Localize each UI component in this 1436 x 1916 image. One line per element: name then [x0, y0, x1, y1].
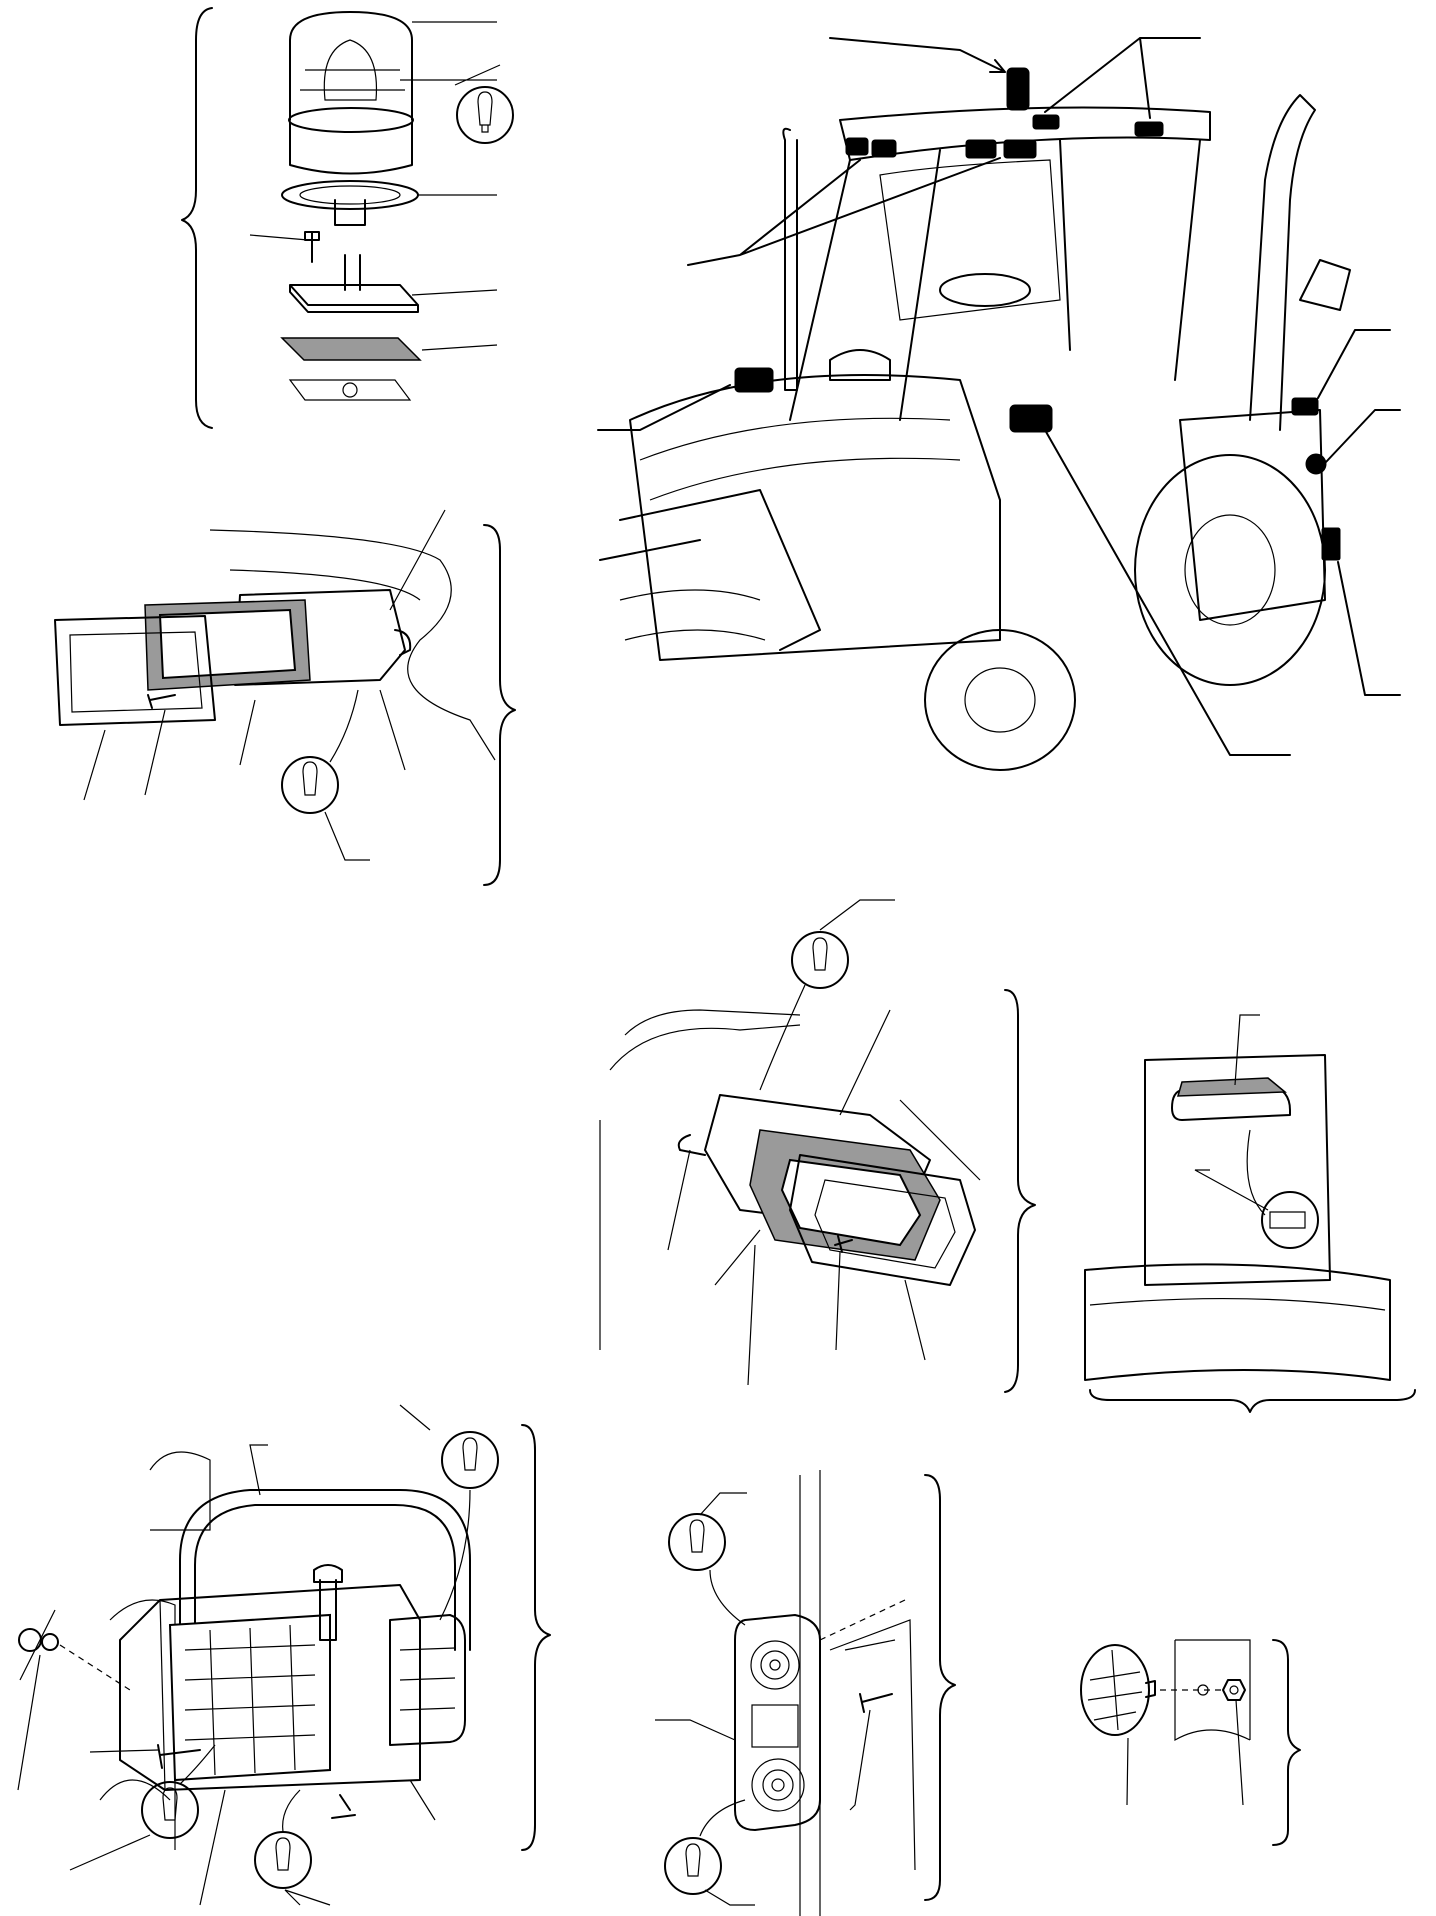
reflector-bracket — [1174, 1639, 1251, 1742]
panel-brace-right — [924, 1474, 956, 1901]
work-lamp-screw — [147, 694, 176, 709]
leader-rear-work — [1317, 329, 1391, 399]
beacon-bulb — [323, 39, 378, 101]
leader-rear-roof — [1044, 37, 1201, 119]
beacon-lamp-panel — [181, 7, 514, 429]
leader-reflector — [1325, 409, 1401, 463]
beacon-base — [289, 121, 413, 175]
leader-front-roof — [687, 157, 1001, 266]
panel-brace-right — [1272, 1639, 1301, 1846]
rear-roof-lamp-b — [1134, 121, 1164, 137]
work-lamp-bulb-callout — [281, 756, 339, 814]
front-roof-lamp-right-b — [1003, 139, 1037, 159]
backhoe-overview-panel — [597, 37, 1401, 771]
combination-lamp-screw — [859, 1693, 893, 1713]
panel-brace-right — [1004, 989, 1036, 1393]
panel-brace-right — [483, 524, 516, 886]
head-lamp-bulb-callout-2 — [141, 1781, 199, 1839]
rear-combination-lamp-panel — [655, 1470, 956, 1916]
cab-lamp-screw — [834, 1235, 853, 1253]
front-head-lamp-panel — [17, 1404, 551, 1906]
beacon-lamp-marker — [1006, 67, 1030, 111]
rear-work-lamp-marker — [1291, 397, 1319, 416]
beacon-mount-plate — [289, 284, 419, 313]
leader-beacon — [829, 37, 1006, 73]
front-head-lamp-marker — [734, 367, 774, 393]
panel-brace-left — [181, 7, 213, 429]
combination-bulb-callout-bottom — [664, 1837, 722, 1895]
combination-bulb-callout-top — [668, 1513, 726, 1571]
loader-arm — [599, 489, 821, 651]
front-wheel — [924, 629, 1076, 771]
front-roof-lamp-left-b — [871, 139, 897, 158]
steering-wheel — [939, 273, 1031, 307]
beacon-gasket — [280, 337, 422, 361]
leader-head-lamp — [597, 384, 731, 431]
cab-work-lamp-panel — [599, 899, 1036, 1393]
head-lamp-top-bolt — [313, 1564, 343, 1641]
plate-lamp-bulb-callout — [1261, 1191, 1319, 1249]
combination-lamp-body — [734, 1614, 821, 1831]
head-lamp-bracket — [179, 1489, 471, 1661]
rear-reflector-marker — [1305, 453, 1327, 475]
cab-lamp-bezel — [789, 1154, 976, 1286]
rear-wheel — [1134, 454, 1326, 686]
reflector-disc — [1080, 1644, 1150, 1736]
head-lamp-nut — [18, 1628, 42, 1652]
plate-bracket — [1144, 1054, 1331, 1286]
head-lamp-bulb-callout-1 — [441, 1431, 499, 1489]
head-lamp-bulb-callout-3 — [254, 1831, 312, 1889]
front-roof-lamp-right-a — [965, 139, 997, 159]
number-plate-lamp-panel — [1084, 1014, 1416, 1413]
head-lamp-bottom-bolt — [157, 1744, 201, 1769]
cab-roof — [839, 106, 1211, 161]
reflector-nut — [1222, 1679, 1246, 1701]
cab-lamp-bulb-callout — [791, 931, 849, 989]
beacon-bulb-callout — [456, 86, 514, 144]
work-lamp-bezel — [54, 615, 216, 726]
side-work-lamp-marker — [1009, 404, 1053, 433]
head-lamp-indicator — [389, 1614, 466, 1746]
rear-reflector-panel — [1080, 1639, 1301, 1846]
rear-roof-lamp-a — [1032, 114, 1060, 130]
head-lamp-housing — [119, 1584, 421, 1791]
backhoe-boom — [1249, 94, 1316, 431]
panel-brace-bottom — [1089, 1389, 1416, 1413]
leader-side-lamp — [1044, 429, 1291, 756]
cab-frame — [789, 139, 1201, 421]
exhaust-pipe — [782, 127, 798, 391]
leader-combination — [1337, 561, 1401, 696]
panel-brace-right — [521, 1424, 551, 1851]
beacon-bolt — [304, 231, 320, 263]
rear-combination-lamp-marker — [1321, 527, 1341, 561]
beacon-flange — [281, 180, 419, 210]
front-roof-lamp-left-a — [845, 137, 869, 156]
beacon-dome — [289, 11, 413, 121]
engine-hood — [629, 374, 1001, 661]
rear-body — [1179, 409, 1326, 621]
rear-work-lamp-panel — [54, 509, 516, 886]
